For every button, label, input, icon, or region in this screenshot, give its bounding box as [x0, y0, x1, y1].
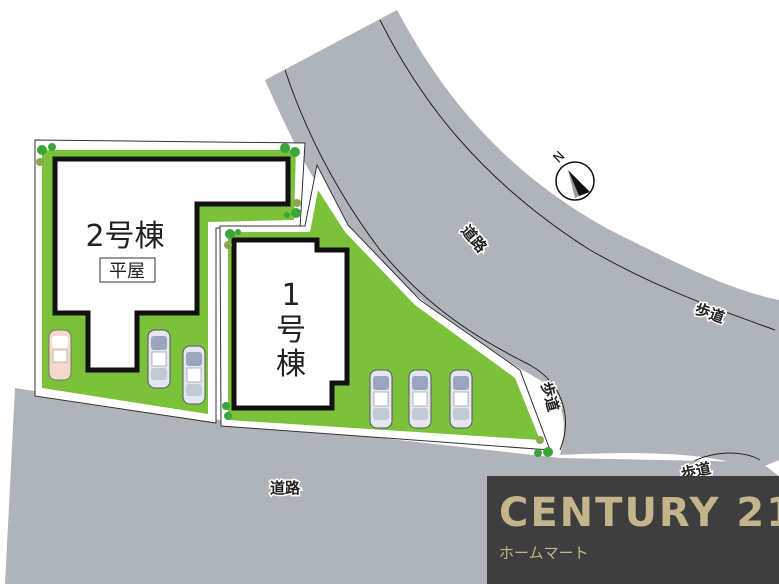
parked-car — [147, 329, 171, 389]
parked-car — [182, 345, 206, 405]
sidewalk-line-left — [284, 69, 566, 451]
parked-car — [408, 369, 432, 429]
parked-car — [449, 369, 473, 429]
building-2-note-box — [99, 257, 156, 283]
building-2-label: 2号棟 — [85, 219, 164, 254]
sidewalk-line-right — [379, 19, 776, 331]
building-1 — [231, 237, 350, 411]
north-arrow-icon: N — [551, 149, 595, 201]
building-1-label-char: 棟 — [276, 347, 306, 382]
parked-car — [48, 329, 72, 381]
trees — [36, 143, 553, 457]
century21-logo: CENTURY 21 ホームマート — [487, 476, 779, 584]
upper-road — [265, 10, 779, 470]
logo-subtitle: ホームマート — [499, 544, 589, 562]
building-1-label-char: 1 — [281, 278, 300, 313]
building-1-label-char: 号 — [276, 313, 306, 348]
building-2 — [52, 156, 291, 373]
logo-brand: CENTURY 21 — [499, 490, 779, 536]
parked-car — [369, 369, 393, 429]
building-2-note: 平屋 — [109, 261, 145, 282]
lower-road-label: 道路 — [270, 479, 301, 497]
